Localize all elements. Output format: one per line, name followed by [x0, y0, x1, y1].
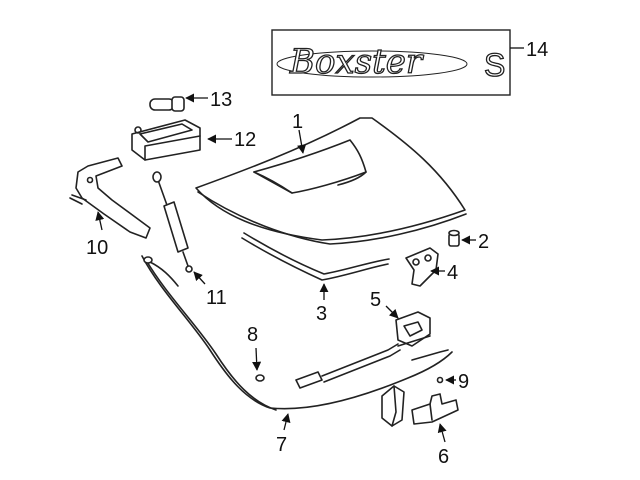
- part-8-clip: 8: [247, 324, 431, 389]
- callout-13: 13: [210, 89, 232, 111]
- part-pad: [381, 385, 405, 427]
- emblem-script-text: Boxster: [289, 42, 424, 82]
- part-11-strut: 11: [152, 171, 227, 309]
- callout-6: 6: [438, 446, 449, 468]
- emblem-frame: [271, 29, 511, 96]
- emblem-suffix-text: S: [484, 47, 505, 83]
- callout-1: 1: [292, 111, 303, 133]
- part-7-cable: 7: [141, 255, 453, 456]
- emblem-badge: Boxster S 14: [271, 29, 548, 96]
- part-5-latch: 5: [370, 289, 431, 347]
- part-6-support: 6: [411, 393, 459, 468]
- callout-8: 8: [247, 324, 258, 346]
- part-13-cylinder: 13: [149, 89, 232, 112]
- callout-4: 4: [447, 262, 458, 284]
- callout-10: 10: [86, 237, 108, 259]
- callout-7: 7: [276, 434, 287, 456]
- part-12-bracket: 12: [131, 119, 256, 161]
- callout-11: 11: [206, 287, 227, 309]
- part-3-seal: 3: [241, 232, 390, 325]
- callout-14: 14: [526, 39, 548, 61]
- callout-9: 9: [458, 371, 469, 393]
- callout-3: 3: [316, 303, 327, 325]
- part-10-lever: 10: [69, 157, 151, 259]
- callout-5: 5: [370, 289, 381, 311]
- part-1-hood: 1: [195, 111, 467, 245]
- callout-2: 2: [478, 231, 489, 253]
- part-2-bump-stop: 2: [448, 229, 489, 253]
- part-4-bracket: 4: [405, 247, 458, 287]
- part-9-cable-end: 9: [411, 349, 469, 393]
- callout-12: 12: [234, 129, 256, 151]
